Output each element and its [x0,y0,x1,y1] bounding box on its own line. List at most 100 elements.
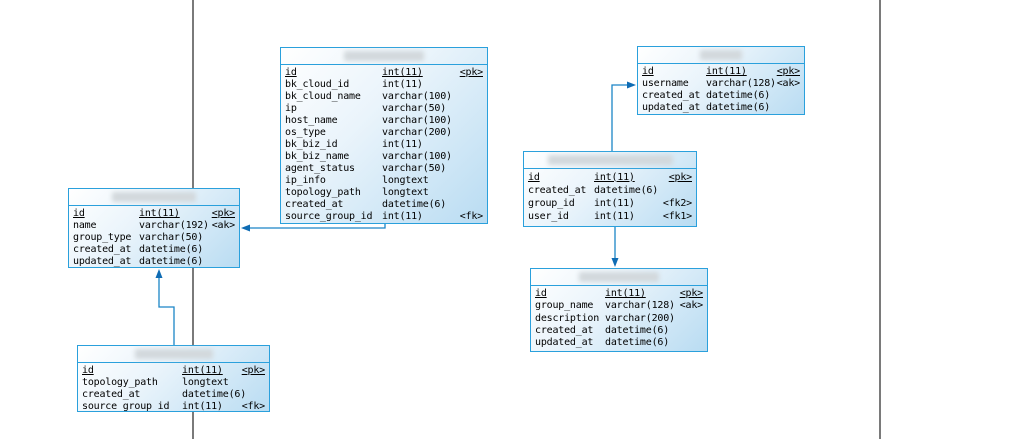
field-type: longtext [382,187,429,198]
field-type: int(11) [182,365,223,376]
entity-table-user-title-bar [638,47,804,64]
fk-topology-to-source-group [158,277,175,345]
field-name: bk_biz_id [285,139,338,150]
field-type: datetime(6) [706,90,771,101]
field-type: varchar(100) [382,91,452,102]
field-row: ip_info longtext [285,175,483,187]
field-row: bk_cloud_name varchar(100) [285,91,483,103]
entity-table-topology-title-bar [78,346,269,363]
field-key-marker: <pk> [211,208,235,219]
field-type: int(11) [605,288,646,300]
field-type: varchar(100) [382,115,452,126]
field-key-marker: <fk> [241,401,265,411]
redacted-title [547,155,673,165]
field-key-marker: <fk2> [662,198,692,210]
field-row: id int(11) <pk> [285,67,483,79]
field-type: datetime(6) [605,336,670,348]
redacted-title [112,192,196,202]
field-type: int(11) [139,208,180,219]
fk-membership-to-user [611,84,628,151]
field-type: longtext [382,175,429,186]
field-row: host_name varchar(100) [285,115,483,127]
field-name: ip_info [285,175,326,186]
field-name: group_name [535,300,594,312]
fk-topology-to-source-group-arrowhead [155,269,163,278]
field-type: int(11) [382,79,423,90]
field-name: id [285,67,297,78]
field-name: created_at [73,244,132,255]
redacted-title [134,349,213,359]
field-name: username [642,78,689,89]
field-type: varchar(128) [605,300,675,312]
field-type: datetime(6) [382,199,447,210]
field-name: updated_at [73,256,132,267]
field-type: varchar(50) [382,103,447,114]
field-name: bk_biz_name [285,151,350,162]
field-type: int(11) [382,67,423,78]
field-type: int(11) [382,139,423,150]
field-type: int(11) [594,171,635,183]
field-name: id [528,171,540,183]
field-name: source_group_id [285,211,373,222]
field-name: user_id [528,211,569,223]
redacted-title [700,50,742,60]
field-type: varchar(192) [139,220,209,231]
field-row: topology_path longtext [285,187,483,199]
fk-host-to-source-group-arrowhead [241,224,250,232]
field-name: bk_cloud_id [285,79,350,90]
field-type: datetime(6) [139,256,204,267]
field-row: id int(11) <pk> [528,171,692,184]
field-name: created_at [528,184,587,196]
field-key-marker: <pk> [668,171,692,183]
field-type: varchar(200) [382,127,452,138]
field-name: created_at [285,199,344,210]
field-type: datetime(6) [182,389,247,400]
field-type: varchar(50) [382,163,447,174]
fk-host-to-source-group [249,224,386,229]
field-name: bk_cloud_name [285,91,361,102]
field-name: topology_path [285,187,361,198]
field-key-marker: <ak> [211,220,235,231]
field-key-marker: <pk> [459,67,483,78]
field-name: topology_path [82,377,158,388]
field-name: ip [285,103,297,114]
field-name: host_name [285,115,338,126]
field-name: group_type [73,232,132,243]
redacted-title [344,51,424,61]
entity-table-source-group-title-bar [69,189,239,206]
field-name: group_id [528,198,575,210]
field-type: longtext [182,377,229,388]
entity-table-host-title-bar [281,48,487,65]
entity-table-user-group-membership-title-bar [524,152,696,169]
entity-table-group-title-bar [531,269,707,286]
field-row: bk_cloud_id int(11) [285,79,483,91]
field-type: datetime(6) [139,244,204,255]
field-type: int(11) [594,211,635,223]
